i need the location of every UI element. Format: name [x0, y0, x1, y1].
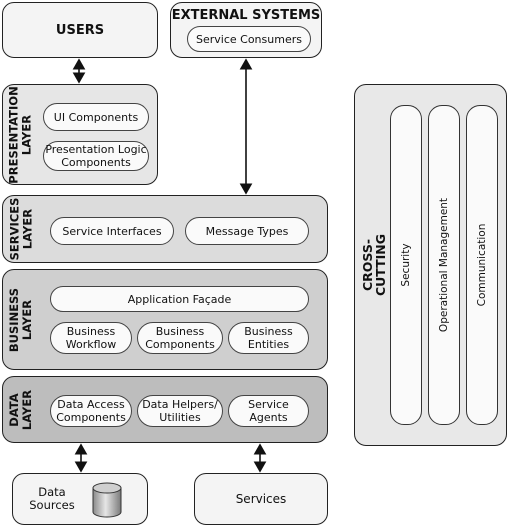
business-layer-label: BUSINESS LAYER	[7, 287, 35, 352]
communication-column: Communication	[466, 105, 498, 425]
service-consumers-pill: Service Consumers	[187, 26, 311, 52]
services-bottom-label: Services	[235, 492, 287, 506]
cross-cutting-label: CROSS-CUTTING	[360, 233, 388, 297]
ui-components-pill: UI Components	[43, 103, 149, 131]
data-helpers-utilities-pill: Data Helpers/ Utilities	[137, 395, 223, 427]
services-layer-label: SERVICES LAYER	[7, 197, 35, 261]
application-facade-pill: Application Façade	[50, 286, 309, 312]
business-layer: BUSINESS LAYER Application Façade Busine…	[2, 269, 328, 370]
data-access-components-pill: Data Access Components	[50, 395, 132, 427]
data-sources-box: Data Sources	[12, 473, 148, 525]
business-components-pill: Business Components	[137, 322, 223, 354]
data-sources-label: Data Sources	[29, 485, 75, 512]
data-layer-label: DATA LAYER	[7, 389, 35, 430]
users-box: USERS	[2, 2, 158, 58]
operational-management-column: Operational Management	[428, 105, 460, 425]
security-column: Security	[390, 105, 422, 425]
service-interfaces-pill: Service Interfaces	[50, 217, 174, 245]
cross-cutting-panel: CROSS-CUTTING Security Operational Manag…	[354, 84, 507, 446]
data-layer: DATA LAYER Data Access Components Data H…	[2, 376, 328, 443]
services-box: Services	[194, 473, 328, 525]
services-layer: SERVICES LAYER Service Interfaces Messag…	[2, 195, 328, 263]
message-types-pill: Message Types	[185, 217, 309, 245]
business-entities-pill: Business Entities	[228, 322, 309, 354]
database-icon	[92, 482, 122, 518]
external-systems-title: EXTERNAL SYSTEMS	[171, 8, 321, 23]
external-systems-box: EXTERNAL SYSTEMS Service Consumers	[170, 2, 322, 58]
presentation-layer-label: PRESENTATION LAYER	[7, 85, 35, 184]
service-agents-pill: Service Agents	[228, 395, 309, 427]
presentation-logic-components-pill: Presentation Logic Components	[43, 141, 149, 171]
users-title: USERS	[55, 22, 105, 38]
business-workflow-pill: Business Workflow	[50, 322, 132, 354]
presentation-layer: PRESENTATION LAYER UI Components Present…	[2, 84, 158, 185]
